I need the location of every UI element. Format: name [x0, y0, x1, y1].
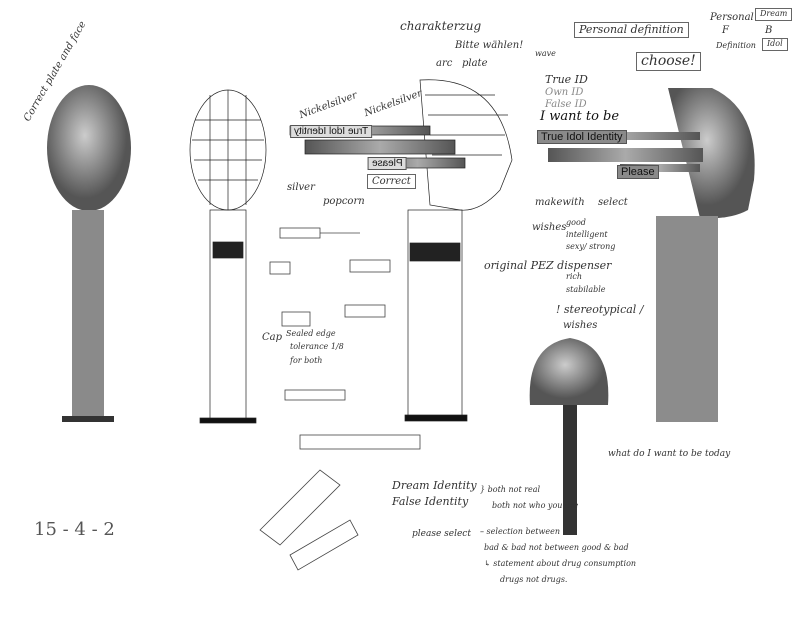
- note-correct: Correct: [367, 174, 416, 189]
- note-both-not-real: } both not real: [480, 485, 541, 494]
- note-cap: Cap: [262, 332, 283, 343]
- note-personal-definition: Personal definition: [574, 22, 689, 39]
- note-statement: ↳ statement about drug consumption: [484, 559, 637, 568]
- label-please: Please: [617, 165, 659, 179]
- note-sexy-strong: sexy/ strong: [566, 242, 616, 251]
- note-both-not-who: both not who you are: [492, 501, 579, 510]
- note-dream: Dream: [755, 8, 793, 21]
- note-charakterzug: charakterzug: [400, 19, 482, 33]
- note-selection-between: – selection between: [480, 527, 560, 536]
- rendered-cap: [529, 338, 609, 535]
- note-plate: plate: [462, 58, 488, 69]
- note-personal: Personal: [710, 12, 754, 23]
- note-intelligent: intelligent: [566, 230, 608, 239]
- note-dream-identity: Dream Identity: [392, 479, 477, 492]
- note-original-pez: original PEZ dispenser: [484, 259, 612, 272]
- sheet-number: 15 - 4 - 2: [34, 519, 115, 540]
- note-false-id: False ID: [545, 99, 587, 110]
- note-i-want-to-be: I want to be: [540, 109, 620, 124]
- note-silver: silver: [287, 182, 315, 193]
- note-wishes: wishes: [532, 222, 567, 233]
- note-f: F: [722, 25, 729, 36]
- part-sketches: [259, 227, 421, 571]
- note-false-identity: False Identity: [392, 495, 469, 508]
- note-stable: stabilable: [566, 285, 606, 294]
- label-true-idol-identity-mirrored: True Idol Identity: [290, 125, 373, 138]
- wireframe-head-front: [189, 89, 267, 424]
- note-arc: arc: [436, 58, 453, 69]
- note-choose: choose!: [636, 52, 701, 72]
- note-please-select: please select: [412, 529, 471, 539]
- note-drugs: drugs not drugs.: [500, 575, 568, 584]
- note-makewith: makewith: [535, 197, 585, 208]
- note-sealed-edge-3: for both: [290, 356, 323, 365]
- note-select: select: [598, 197, 628, 208]
- note-popcorn: popcorn: [323, 196, 365, 207]
- note-stereotypical: ! stereotypical /: [556, 303, 644, 316]
- note-own-id: Own ID: [545, 87, 584, 98]
- note-true-id: True ID: [545, 73, 588, 86]
- rendered-head-front: [47, 85, 131, 422]
- note-sealed-edge: Sealed edge: [286, 329, 336, 338]
- label-please-mirrored: Please: [368, 157, 407, 170]
- note-sealed-edge-2: tolerance 1/8: [290, 342, 344, 351]
- note-bitte-waehlen: Bitte wählen!: [455, 40, 524, 51]
- note-b: B: [765, 25, 773, 36]
- note-bad-bad: bad & bad not between good & bad: [484, 543, 629, 552]
- note-definition: Definition: [716, 41, 756, 50]
- note-idol: Idol: [762, 38, 788, 51]
- note-rich: rich: [566, 272, 583, 281]
- note-what-today: what do I want to be today: [608, 449, 731, 459]
- note-wishes-2: wishes: [563, 320, 598, 331]
- note-wave: wave: [535, 49, 556, 58]
- note-good: good: [566, 218, 586, 227]
- label-true-idol-identity: True Idol Identity: [537, 130, 627, 144]
